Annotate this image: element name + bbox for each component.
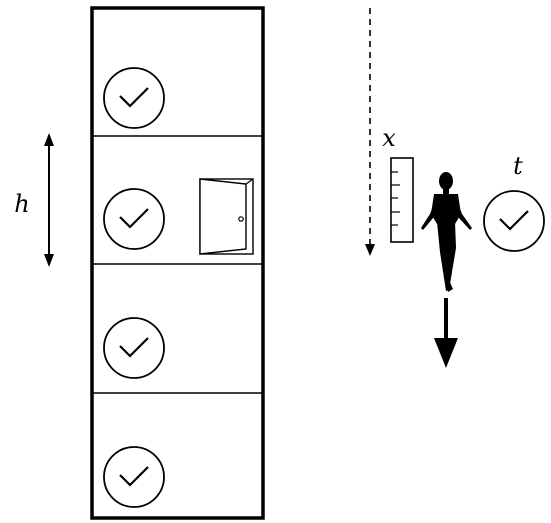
clock-icon	[103, 317, 165, 379]
height-label: h	[14, 190, 29, 218]
clock-icon	[103, 446, 165, 508]
clock-icon	[103, 188, 165, 250]
height-arrow	[44, 133, 54, 267]
arrow-down-icon	[434, 298, 458, 368]
person-silhouette-icon	[421, 172, 472, 292]
trajectory-arrow	[365, 8, 375, 256]
ruler-icon	[390, 157, 414, 243]
clock-icon	[483, 190, 545, 252]
time-label: t	[513, 152, 523, 180]
building-outline	[90, 6, 265, 520]
clock-icon	[103, 67, 165, 129]
building	[90, 6, 265, 520]
door-icon	[199, 178, 254, 255]
position-label: x	[382, 124, 396, 152]
